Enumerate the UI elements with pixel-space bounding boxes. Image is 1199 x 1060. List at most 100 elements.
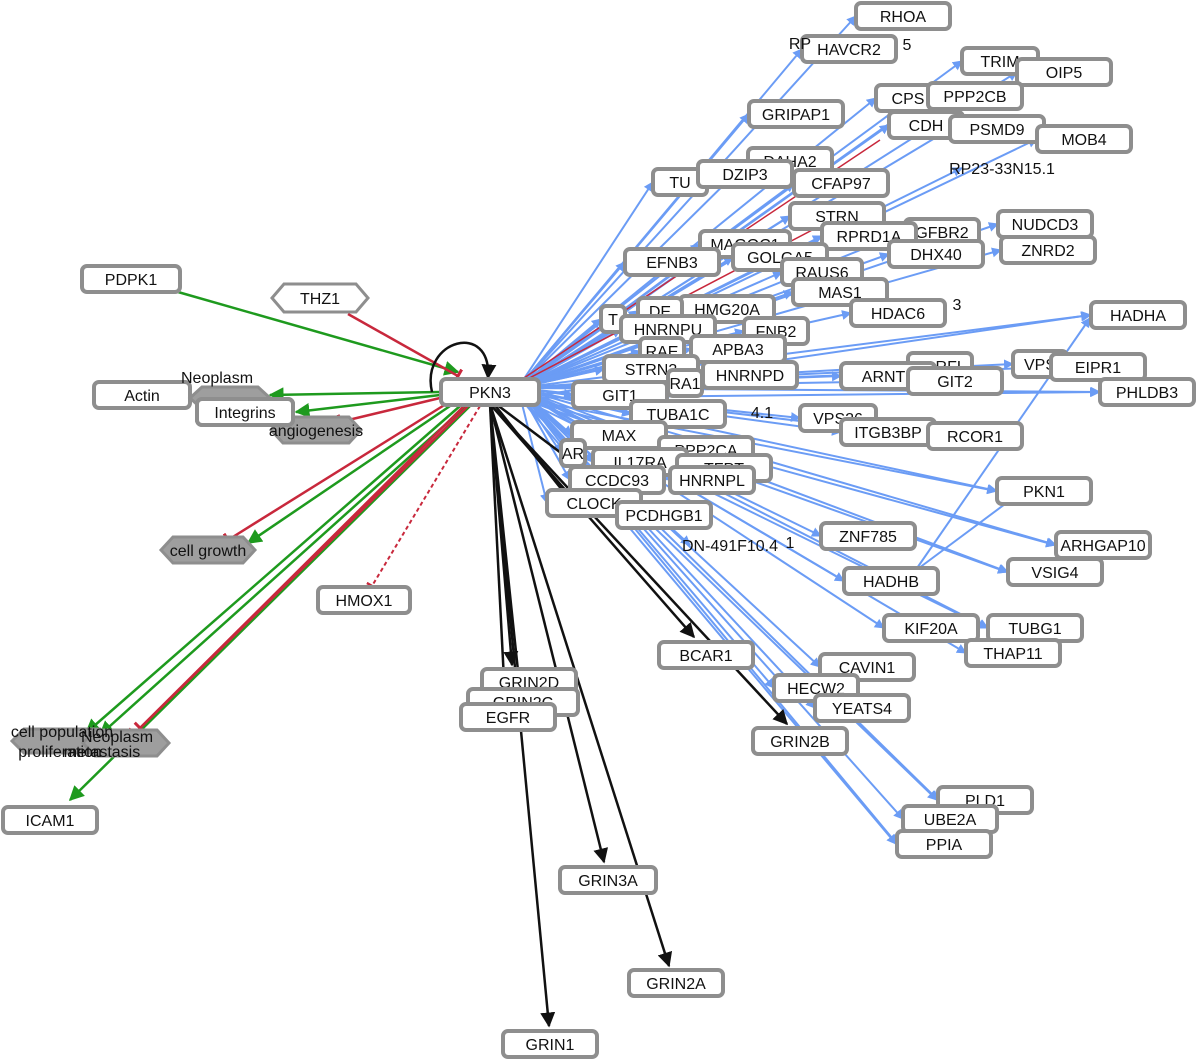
node-thz1-hexagon bbox=[270, 282, 370, 314]
node-ar[interactable]: AR bbox=[559, 438, 587, 468]
node-ppia[interactable]: PPIA bbox=[895, 829, 993, 859]
node-psmd9[interactable]: PSMD9 bbox=[948, 114, 1046, 144]
node-dhx40[interactable]: DHX40 bbox=[887, 239, 985, 269]
node-apba3-label: APBA3 bbox=[712, 342, 764, 359]
node-grin2a-box bbox=[627, 968, 725, 998]
node-gripap1[interactable]: GRIPAP1 bbox=[747, 99, 845, 129]
node-tuba1c-label: TUBA1C bbox=[646, 407, 709, 424]
node-kif20a[interactable]: KIF20A bbox=[882, 613, 980, 643]
node-mas1-label: MAS1 bbox=[818, 285, 862, 302]
node-thap11[interactable]: THAP11 bbox=[964, 638, 1062, 668]
node-grin3a[interactable]: GRIN3A bbox=[558, 865, 658, 895]
node-actin[interactable]: Actin bbox=[92, 380, 192, 410]
node-nudcd3[interactable]: NUDCD3 bbox=[996, 209, 1094, 239]
node-mob4-label: MOB4 bbox=[1061, 132, 1106, 149]
node-rp23-33n15-1[interactable]: RP23-33N15.1 bbox=[949, 161, 1055, 178]
node-apba3[interactable]: APBA3 bbox=[689, 334, 787, 364]
node-rcor1[interactable]: RCOR1 bbox=[926, 421, 1024, 451]
edge-pdpk1-pkn3 bbox=[177, 290, 460, 376]
node-ube2a-label: UBE2A bbox=[924, 812, 977, 829]
node-hnrnpl[interactable]: HNRNPL bbox=[668, 465, 756, 495]
node-grin1[interactable]: GRIN1 bbox=[501, 1029, 599, 1059]
node-grin1-box bbox=[501, 1029, 599, 1059]
node-ppp2cb-box bbox=[926, 81, 1024, 111]
node-yeats4[interactable]: YEATS4 bbox=[813, 693, 911, 723]
node-cdh[interactable]: CDH bbox=[887, 110, 965, 140]
node-efnb3[interactable]: EFNB3 bbox=[623, 247, 721, 277]
node-bcar1[interactable]: BCAR1 bbox=[657, 640, 755, 670]
node-cps-label: CPS bbox=[892, 91, 925, 108]
node-pkn1-box bbox=[995, 476, 1093, 506]
node-hnrnpl-box bbox=[668, 465, 756, 495]
node-havcr2[interactable]: HAVCR2 bbox=[800, 34, 898, 64]
node-git2[interactable]: GIT2 bbox=[906, 366, 1004, 396]
edge-pkn3-cell-growth-inhibit bbox=[222, 402, 447, 548]
node-grin2a[interactable]: GRIN2A bbox=[627, 968, 725, 998]
node-grin2a-label: GRIN2A bbox=[646, 976, 706, 993]
node-eipr1-label: EIPR1 bbox=[1075, 360, 1121, 377]
node-tu[interactable]: TU bbox=[651, 167, 709, 197]
node-psmd9-label: PSMD9 bbox=[969, 122, 1024, 139]
node-vsig4[interactable]: VSIG4 bbox=[1006, 557, 1104, 587]
node-cell-growth[interactable]: cell growth bbox=[158, 535, 258, 565]
node-mob4-box bbox=[1035, 124, 1133, 154]
node-egfr[interactable]: EGFR bbox=[459, 702, 557, 732]
node-hnrnpu[interactable]: HNRNPU bbox=[619, 314, 717, 344]
node-hnrnpl-label: HNRNPL bbox=[679, 473, 745, 490]
node-pkn1[interactable]: PKN1 bbox=[995, 476, 1093, 506]
node-rcor1-box bbox=[926, 421, 1024, 451]
node-icam1[interactable]: ICAM1 bbox=[1, 805, 99, 835]
node-ppp2cb[interactable]: PPP2CB bbox=[926, 81, 1024, 111]
node-integrins-top[interactable]: Integrins bbox=[195, 397, 295, 427]
node-ar-label: AR bbox=[562, 446, 584, 463]
node-cfap97[interactable]: CFAP97 bbox=[792, 168, 890, 198]
node-ppia-box bbox=[895, 829, 993, 859]
node-hmox1[interactable]: HMOX1 bbox=[316, 585, 412, 615]
node-git1-label: GIT1 bbox=[602, 388, 638, 405]
node-neoplasm-metastasis-hexagon[interactable] bbox=[80, 728, 172, 758]
node-thz1[interactable]: THZ1 bbox=[270, 282, 370, 314]
label-cell-population-3: cell population bbox=[11, 724, 113, 741]
node-oip5[interactable]: OIP5 bbox=[1015, 57, 1113, 87]
edge-pkn3-cfap97 bbox=[517, 182, 795, 389]
node-ube2a[interactable]: UBE2A bbox=[901, 804, 999, 834]
node-znf785[interactable]: ZNF785 bbox=[819, 521, 917, 551]
node-dn-491f10-4[interactable]: DN-491F10.4 bbox=[682, 538, 778, 555]
node-pcdhgb1[interactable]: PCDHGB1 bbox=[615, 500, 713, 530]
node-vsig4-box bbox=[1006, 557, 1104, 587]
edge-pkn3-actin bbox=[268, 387, 441, 403]
edge-pkn3-cell-proliferation bbox=[84, 405, 461, 734]
node-cps[interactable]: CPS bbox=[874, 83, 942, 113]
node-hadha[interactable]: HADHA bbox=[1089, 300, 1187, 330]
edge-pkn3-tu bbox=[517, 181, 654, 389]
node-phldb3[interactable]: PHLDB3 bbox=[1098, 377, 1196, 407]
node-hadhb[interactable]: HADHB bbox=[842, 566, 940, 596]
node-hnrnpd[interactable]: HNRNPD bbox=[701, 360, 799, 390]
edge-pkn3-angiogenesis bbox=[336, 396, 441, 430]
node-itgb3bp[interactable]: ITGB3BP bbox=[839, 417, 937, 447]
node-hadhb-box bbox=[842, 566, 940, 596]
node-icam1-label: ICAM1 bbox=[26, 813, 75, 830]
edge-pkn3-egfr bbox=[488, 403, 512, 702]
node-rhoa-label: RHOA bbox=[880, 9, 927, 26]
node-dzip3[interactable]: DZIP3 bbox=[696, 159, 794, 189]
node-pdpk1[interactable]: PDPK1 bbox=[80, 264, 182, 294]
node-ra1[interactable]: RA1 bbox=[666, 368, 704, 398]
node-trim-label: TRIM bbox=[980, 54, 1019, 71]
node-hdac6[interactable]: HDAC6 bbox=[849, 298, 947, 328]
node-arhgap10[interactable]: ARHGAP10 bbox=[1054, 530, 1152, 560]
node-git2-box bbox=[906, 366, 1004, 396]
node-rhoa[interactable]: RHOA bbox=[854, 1, 952, 31]
node-cell-growth-hexagon bbox=[158, 535, 258, 565]
node-znrd2[interactable]: ZNRD2 bbox=[999, 235, 1097, 265]
node-mob4[interactable]: MOB4 bbox=[1035, 124, 1133, 154]
node-eipr1[interactable]: EIPR1 bbox=[1049, 352, 1147, 382]
node-znf785-label: ZNF785 bbox=[839, 529, 897, 546]
node-pcdhgb1-box bbox=[615, 500, 713, 530]
label-metastasis-2: metastasis bbox=[64, 744, 140, 761]
node-cfap97-box bbox=[792, 168, 890, 198]
node-pkn3[interactable]: PKN3 bbox=[439, 377, 541, 407]
node-hadha-box bbox=[1089, 300, 1187, 330]
node-tubg1[interactable]: TUBG1 bbox=[986, 613, 1084, 643]
node-grin2b[interactable]: GRIN2B bbox=[751, 726, 849, 756]
